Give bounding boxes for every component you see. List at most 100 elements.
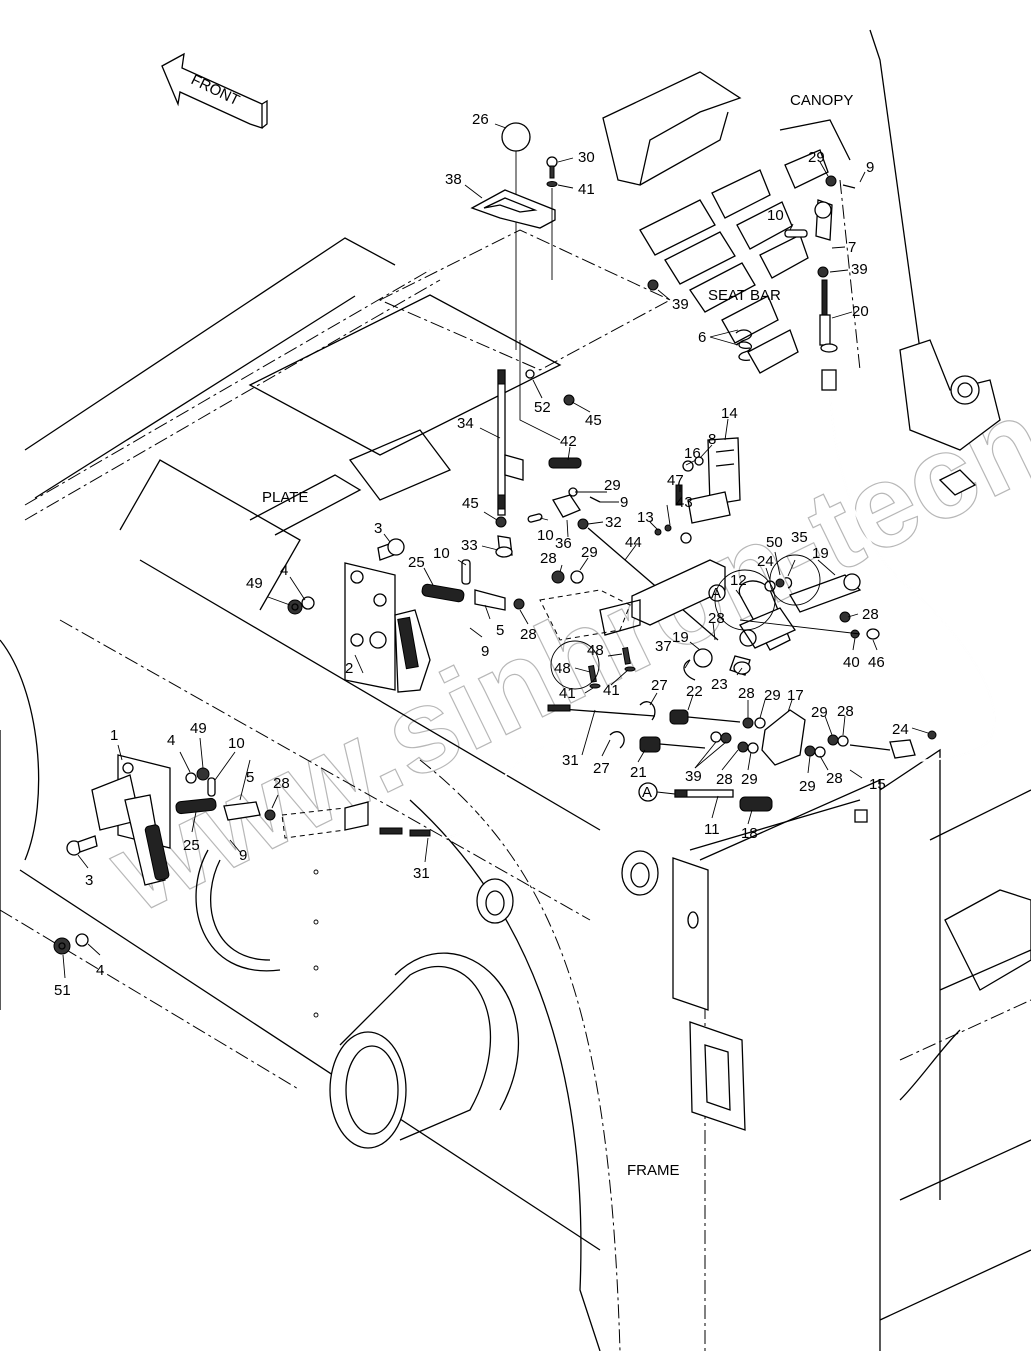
callout-16: 16 — [684, 445, 701, 462]
callout-34: 34 — [457, 415, 474, 432]
callout-26: 26 — [472, 111, 489, 128]
callout-29: 29 — [811, 704, 828, 721]
callout-1: 1 — [110, 727, 118, 744]
callout-numbers: 26 30 41 38 39 29 9 10 7 39 20 6 52 45 3… — [54, 111, 909, 999]
callout-24: 24 — [757, 553, 774, 570]
callout-8: 8 — [708, 431, 716, 448]
callout-40: 40 — [843, 654, 860, 671]
callout-11: 11 — [704, 821, 720, 838]
callout-29: 29 — [808, 149, 825, 166]
callout-14: 14 — [721, 405, 738, 422]
callout-4: 4 — [280, 562, 288, 579]
callout-24: 24 — [892, 721, 909, 738]
callout-18: 18 — [741, 825, 758, 842]
callout-15: 15 — [869, 776, 886, 793]
callout-39: 39 — [672, 296, 689, 313]
cable-assembly: A — [379, 175, 996, 840]
front-arrow-icon: FRONT — [161, 52, 268, 129]
watermark-text: www.sinhron-tech.kz — [90, 304, 1031, 938]
callout-10: 10 — [767, 207, 784, 224]
callout-28: 28 — [273, 775, 290, 792]
callout-41: 41 — [578, 181, 595, 198]
callout-28: 28 — [708, 610, 725, 627]
callout-19: 19 — [672, 629, 689, 646]
callout-39: 39 — [685, 768, 702, 785]
lower-brake-assembly — [53, 754, 369, 972]
callout-28: 28 — [716, 771, 733, 788]
callout-41: 41 — [603, 682, 620, 699]
callout-37: 37 — [655, 638, 672, 655]
lever-rod-assembly — [470, 122, 741, 641]
callout-28: 28 — [520, 626, 537, 643]
callout-9: 9 — [239, 847, 247, 864]
callout-28: 28 — [540, 550, 557, 567]
callout-29: 29 — [799, 778, 816, 795]
callout-2: 2 — [345, 660, 353, 677]
callout-21: 21 — [630, 764, 647, 781]
leader-lines — [62, 123, 929, 979]
callout-48: 48 — [587, 642, 604, 659]
callout-4: 4 — [96, 962, 104, 979]
callout-5: 5 — [246, 769, 254, 786]
callout-31: 31 — [413, 865, 430, 882]
callout-3: 3 — [85, 872, 93, 889]
callout-43: 43 — [676, 494, 693, 511]
label-canopy: CANOPY — [790, 92, 853, 109]
callout-38: 38 — [445, 171, 462, 188]
callout-32: 32 — [605, 514, 622, 531]
callout-25: 25 — [183, 837, 200, 854]
callout-31: 31 — [562, 752, 579, 769]
callout-45: 45 — [585, 412, 602, 429]
callout-28: 28 — [738, 685, 755, 702]
callout-51: 51 — [54, 982, 71, 999]
callout-33: 33 — [461, 537, 478, 554]
callout-23: 23 — [711, 676, 728, 693]
callout-25: 25 — [408, 554, 425, 571]
callout-4: 4 — [167, 732, 175, 749]
callout-9: 9 — [866, 159, 874, 176]
frame-lower-details — [313, 809, 1031, 1149]
callout-27: 27 — [651, 677, 668, 694]
callout-28: 28 — [826, 770, 843, 787]
callout-10: 10 — [537, 527, 554, 544]
pivot-block-assembly: A — [539, 554, 880, 690]
callout-17: 17 — [787, 687, 804, 704]
callout-47: 47 — [667, 472, 684, 489]
callout-29: 29 — [741, 771, 758, 788]
callout-30: 30 — [578, 149, 595, 166]
callout-28: 28 — [837, 703, 854, 720]
callout-45: 45 — [462, 495, 479, 512]
callout-20: 20 — [852, 303, 869, 320]
callout-9: 9 — [620, 494, 628, 511]
label-frame: FRAME — [627, 1162, 680, 1179]
callout-10: 10 — [433, 545, 450, 562]
callout-29: 29 — [604, 477, 621, 494]
callout-27: 27 — [593, 760, 610, 777]
callout-10: 10 — [228, 735, 245, 752]
callout-50: 50 — [766, 534, 783, 551]
callout-29: 29 — [581, 544, 598, 561]
callout-7: 7 — [848, 239, 856, 256]
callout-52: 52 — [534, 399, 551, 416]
callout-49: 49 — [190, 720, 207, 737]
callout-5: 5 — [496, 622, 504, 639]
callout-9: 9 — [481, 643, 489, 660]
callout-42: 42 — [560, 433, 577, 450]
callout-39: 39 — [851, 261, 868, 278]
label-plate: PLATE — [262, 489, 308, 506]
label-seat-bar: SEAT BAR — [708, 287, 781, 304]
callout-12: 12 — [730, 572, 747, 589]
callout-28: 28 — [862, 606, 879, 623]
callout-29: 29 — [764, 687, 781, 704]
brake-plate-assembly — [287, 538, 525, 693]
callout-13: 13 — [637, 509, 654, 526]
callout-19: 19 — [812, 545, 829, 562]
callout-3: 3 — [374, 520, 382, 537]
watermark: www.sinhron-tech.kz — [89, 303, 1031, 939]
callout-44: 44 — [625, 534, 642, 551]
callout-36: 36 — [555, 535, 572, 552]
reference-marker-a-lower: A — [642, 784, 652, 801]
canopy-screen — [639, 149, 829, 374]
callout-6: 6 — [698, 329, 706, 346]
